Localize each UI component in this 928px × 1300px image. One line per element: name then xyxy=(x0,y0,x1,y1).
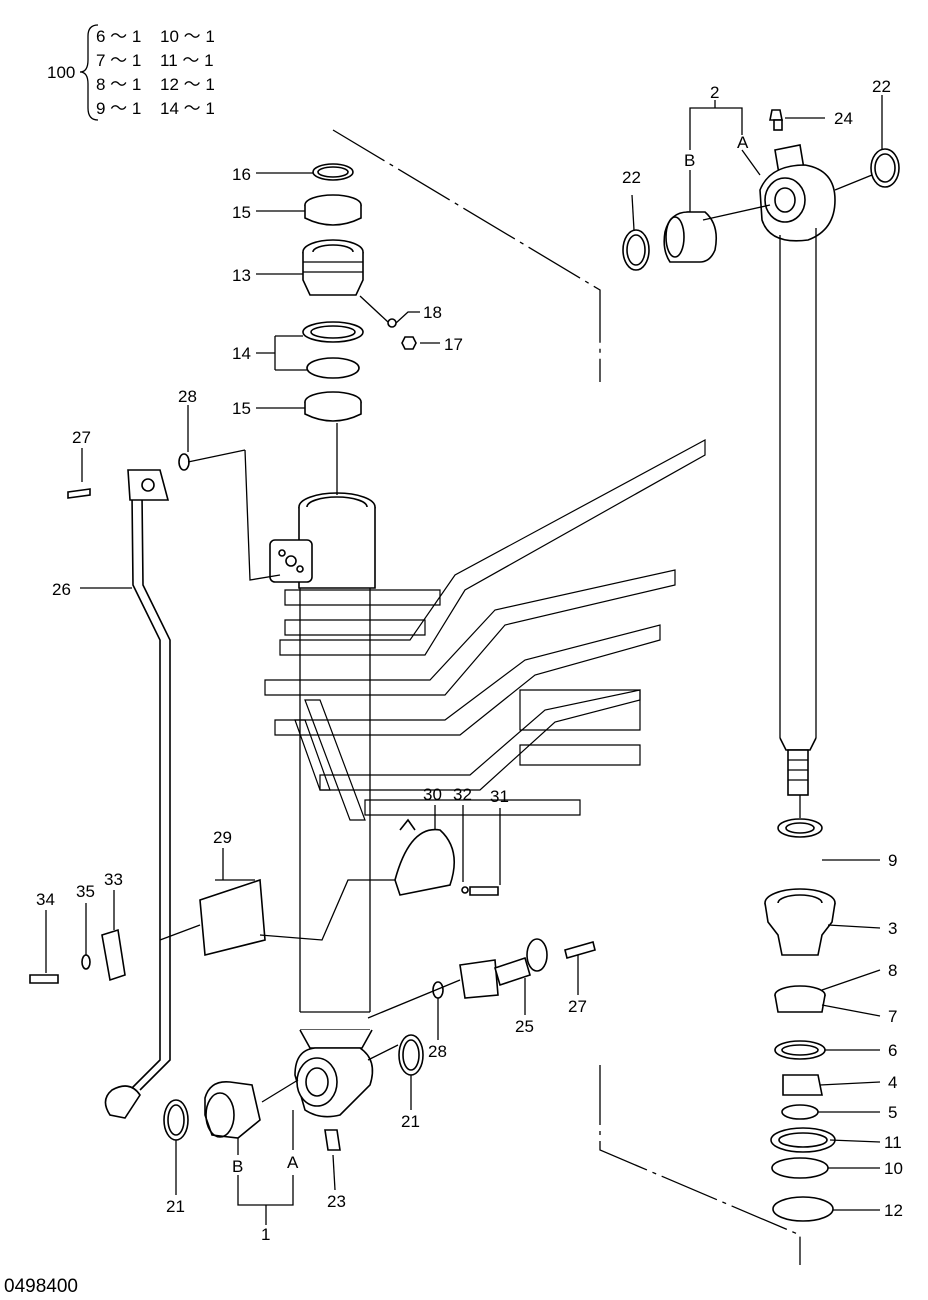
piston-rod xyxy=(622,109,900,796)
part-label-33: 33 xyxy=(104,870,123,889)
part-label-17: 17 xyxy=(444,335,463,354)
kit-entry: 12 ～ 1 xyxy=(160,75,215,94)
cylinder-head-parts xyxy=(302,163,417,422)
part-label-25: 25 xyxy=(515,1017,534,1036)
part-label-10: 10 xyxy=(884,1159,903,1178)
part-label-2: 2 xyxy=(710,83,719,102)
part-label-13: 13 xyxy=(232,266,251,285)
part-label-12: 12 xyxy=(884,1201,903,1220)
kit-table: 100 6 ～ 1 10 ～ 1 7 ～ 1 11 ～ 1 8 ～ 1 12 ～… xyxy=(47,27,215,118)
part-label-b-bottom: B xyxy=(232,1157,243,1176)
part-label-28-lower: 28 xyxy=(428,1042,447,1061)
part-label-16: 16 xyxy=(232,165,251,184)
part-label-22-left: 22 xyxy=(622,168,641,187)
part-label-4: 4 xyxy=(888,1073,897,1092)
part-labels: 16 15 13 18 14 17 15 28 27 26 30 32 31 2… xyxy=(36,77,903,1244)
part-label-27-right: 27 xyxy=(568,997,587,1016)
part-label-27-left: 27 xyxy=(72,428,91,447)
part-label-a-top: A xyxy=(737,133,749,152)
kit-entry: 10 ～ 1 xyxy=(160,27,215,46)
part-label-26: 26 xyxy=(52,580,71,599)
drawing-number: 0498400 xyxy=(4,1276,78,1297)
part-label-30: 30 xyxy=(423,785,442,804)
part-label-3: 3 xyxy=(888,919,897,938)
part-label-11: 11 xyxy=(884,1133,902,1152)
part-label-32: 32 xyxy=(453,785,472,804)
part-label-15-lower: 15 xyxy=(232,399,251,418)
part-label-15-upper: 15 xyxy=(232,203,251,222)
part-label-6: 6 xyxy=(888,1041,897,1060)
kit-entry: 8 ～ 1 xyxy=(96,75,141,94)
kit-number: 100 xyxy=(47,63,75,82)
part-label-24: 24 xyxy=(834,109,853,128)
part-label-a-bottom: A xyxy=(287,1153,299,1172)
part-label-5: 5 xyxy=(888,1103,897,1122)
part-label-18: 18 xyxy=(423,303,442,322)
part-label-31: 31 xyxy=(490,787,509,806)
kit-entry: 14 ～ 1 xyxy=(160,99,215,118)
part-label-23: 23 xyxy=(327,1192,346,1211)
kit-entry: 9 ～ 1 xyxy=(96,99,141,118)
assembly-axis-lines xyxy=(332,129,801,1265)
part-label-14: 14 xyxy=(232,344,251,363)
part-label-22-right: 22 xyxy=(872,77,891,96)
leader-lines xyxy=(45,95,883,1225)
cylinder-tube xyxy=(269,492,376,1118)
part-label-21-right: 21 xyxy=(401,1112,420,1131)
piston-stack xyxy=(764,818,836,1222)
part-label-29: 29 xyxy=(213,828,232,847)
part-label-34: 34 xyxy=(36,890,55,909)
watermark-logo xyxy=(264,438,706,821)
part-label-8: 8 xyxy=(888,961,897,980)
part-label-21-left: 21 xyxy=(166,1197,185,1216)
part-label-35: 35 xyxy=(76,882,95,901)
kit-entry: 11 ～ 1 xyxy=(160,51,214,70)
pipe-assembly xyxy=(29,453,596,1151)
part-label-b-top: B xyxy=(684,151,695,170)
kit-bracket xyxy=(79,24,99,121)
part-label-28-upper: 28 xyxy=(178,387,197,406)
part-label-9: 9 xyxy=(888,851,897,870)
kit-entry: 6 ～ 1 xyxy=(96,27,141,46)
part-label-7: 7 xyxy=(888,1007,897,1026)
kit-entry: 7 ～ 1 xyxy=(96,51,141,70)
part-label-1: 1 xyxy=(261,1225,270,1244)
